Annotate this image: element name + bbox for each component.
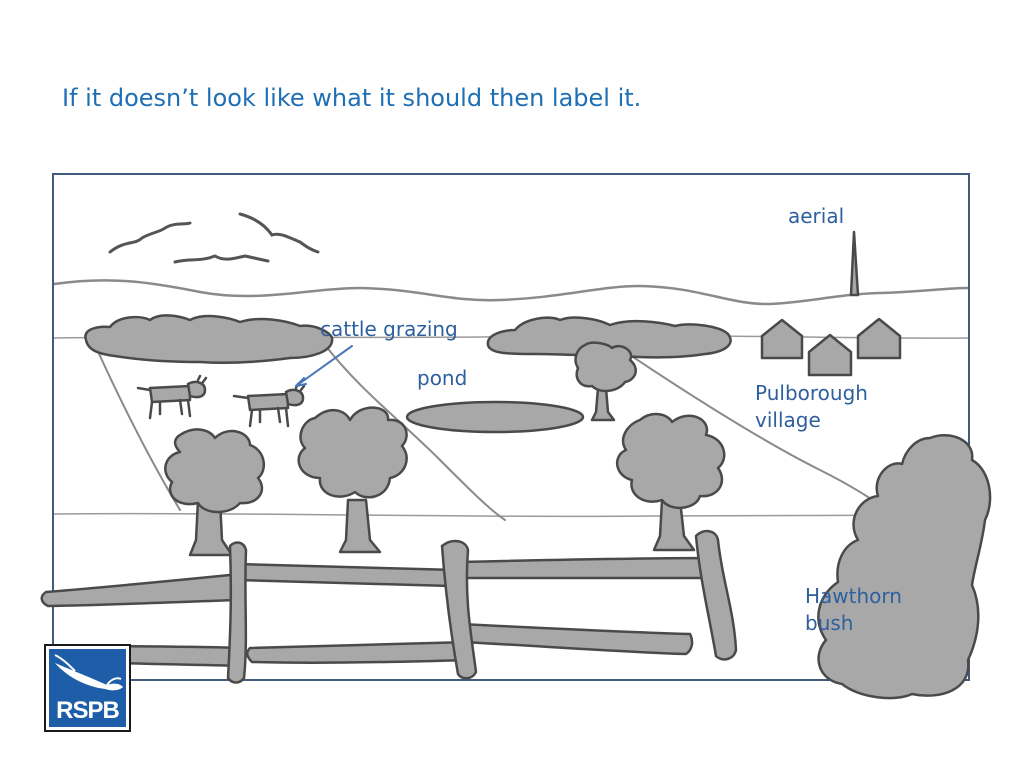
fence-rail <box>233 562 460 588</box>
hill-line <box>54 279 968 306</box>
diagram-frame <box>52 173 970 681</box>
fence-post <box>226 541 248 684</box>
tree-crown <box>297 406 408 499</box>
logo-panel: RSPB <box>49 649 126 727</box>
tree-crown <box>164 428 266 514</box>
logo-text: RSPB <box>56 697 120 724</box>
label-bush-line1: Hawthorn <box>805 584 902 608</box>
field-line-left <box>94 344 181 511</box>
fence-rail <box>456 622 694 656</box>
house <box>807 333 853 377</box>
bird <box>108 221 192 254</box>
hedge-right <box>486 316 732 359</box>
fence-rail <box>246 640 474 665</box>
fence-rail <box>454 556 722 580</box>
cow <box>232 382 306 428</box>
label-village-line2: village <box>755 408 821 432</box>
fence-post <box>694 529 738 661</box>
birds <box>108 212 320 264</box>
aerial-mast <box>849 230 860 297</box>
label-aerial: aerial <box>788 204 844 228</box>
pond-shape <box>405 400 585 434</box>
tree-trunk <box>338 498 382 554</box>
hedge-left <box>84 314 334 365</box>
tree-small-crown <box>574 341 637 393</box>
slide-heading: If it doesn’t look like what it should t… <box>62 84 642 112</box>
hawthorn-bush-shape <box>817 433 992 700</box>
ground-line <box>54 512 968 518</box>
bird <box>238 212 320 254</box>
house <box>856 317 902 360</box>
label-pond: pond <box>417 366 467 390</box>
avocet-bird-icon <box>54 654 123 691</box>
fence-rail <box>40 572 242 608</box>
cow <box>136 374 208 420</box>
cattle-arrow <box>295 345 353 387</box>
rspb-logo: RSPB <box>44 644 131 732</box>
label-bush-line2: bush <box>805 611 853 635</box>
bird <box>173 254 270 264</box>
label-village-line1: Pulborough <box>755 381 868 405</box>
label-cattle-grazing: cattle grazing <box>320 317 458 341</box>
house <box>760 318 804 360</box>
fence-post <box>440 539 478 680</box>
tree-small <box>590 386 616 422</box>
field-line-mid <box>324 344 506 521</box>
tree-crown <box>616 412 726 509</box>
